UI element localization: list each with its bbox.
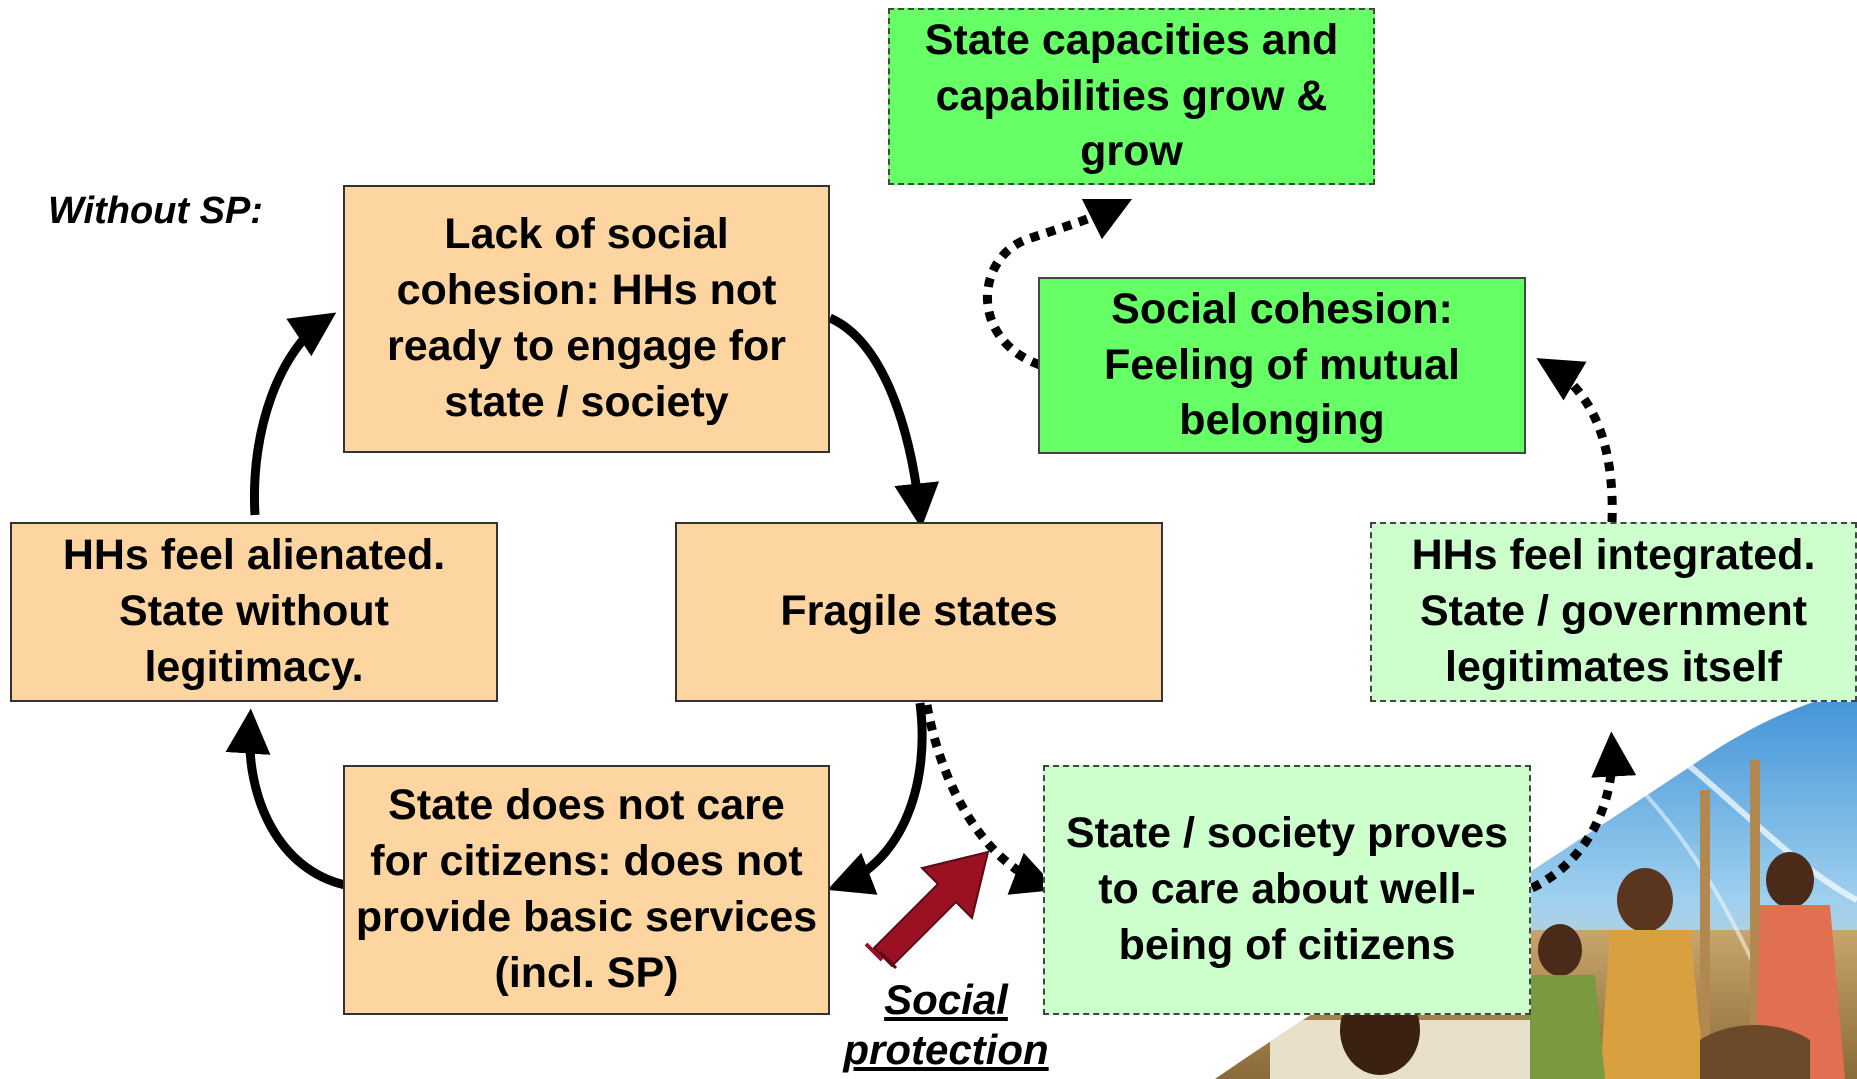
social-protection-arrow-icon (864, 850, 990, 977)
lack-of-cohesion-box: Lack of social cohesion: HHs not ready t… (343, 185, 830, 453)
social-protection-line2: protection (843, 1026, 1049, 1074)
arrow-cohesion-to-capacities (982, 198, 1133, 370)
alienated-text: HHs feel alienated. State without legiti… (62, 531, 446, 691)
arrow-alienated-to-lack (249, 312, 337, 516)
social-cohesion-box: Social cohesion: Feeling of mutual belon… (1038, 277, 1526, 454)
state-does-not-care-box: State does not care for citizens: does n… (343, 765, 830, 1015)
social-protection-label: Social protection (826, 975, 1066, 1076)
alienated-box: HHs feel alienated. State without legiti… (10, 522, 498, 702)
arrow-notcare-to-alienated (225, 708, 347, 890)
social-protection-line1: Social (884, 976, 1008, 1023)
fragile-states-box: Fragile states (675, 522, 1163, 702)
integrated-box: HHs feel integrated. State / government … (1370, 522, 1857, 702)
arrow-lack-to-fragile (828, 313, 940, 529)
state-capacities-box: State capacities and capabilities grow &… (888, 8, 1375, 185)
state-capacities-text: State capacities and capabilities grow &… (924, 15, 1339, 176)
fragile-states-text: Fragile states (780, 587, 1058, 636)
state-does-not-care-text: State does not care for citizens: does n… (355, 781, 818, 997)
integrated-text: HHs feel integrated. State / government … (1411, 531, 1816, 691)
lack-of-cohesion-text: Lack of social cohesion: HHs not ready t… (386, 210, 787, 426)
without-sp-label: Without SP: (48, 190, 263, 232)
proves-to-care-box: State / society proves to care about wel… (1043, 765, 1531, 1015)
proves-to-care-text: State / society proves to care about wel… (1065, 809, 1509, 969)
arrow-provescare-to-integrated (1530, 731, 1637, 893)
social-cohesion-text: Social cohesion: Feeling of mutual belon… (1104, 284, 1460, 445)
arrow-fragile-to-notcare (827, 702, 927, 895)
arrow-integrated-to-cohesion (1536, 358, 1617, 523)
